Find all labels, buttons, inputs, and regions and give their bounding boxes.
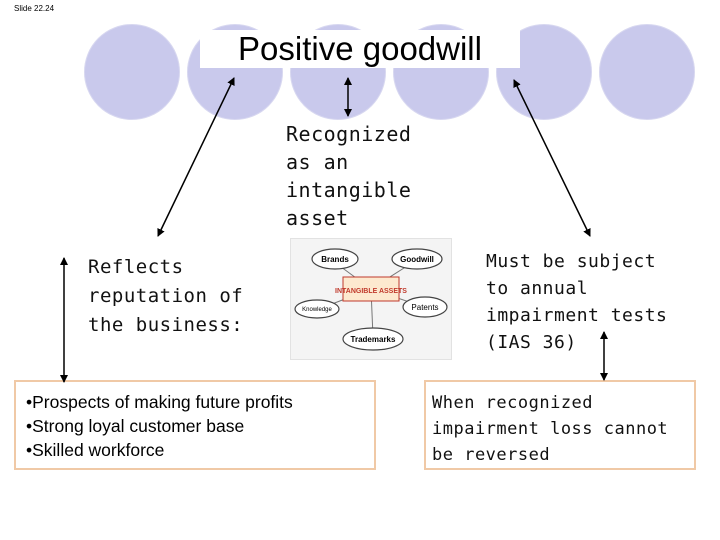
recognized-line: Recognized	[286, 122, 412, 146]
impairment-line: (IAS 36)	[486, 332, 577, 353]
reputation-factor-item: •Skilled workforce	[26, 440, 165, 460]
reflects-text: Reflects reputation of the business:	[88, 253, 243, 340]
arrow-title-to-reflects	[157, 77, 235, 237]
brands-node	[311, 248, 359, 270]
recognized-line: as an	[286, 150, 349, 174]
reputation-factor-item: •Strong loyal customer base	[26, 416, 245, 436]
impairment-loss-line: When recognized	[432, 393, 594, 413]
slide-title: Positive goodwill	[200, 30, 520, 68]
slide-number: Slide 22.24	[14, 4, 55, 13]
reputation-factor-item: •Prospects of making future profits	[26, 392, 293, 412]
reputation-factors-list: •Prospects of making future profits •Str…	[16, 390, 374, 462]
knowledge-node	[294, 299, 340, 319]
impairment-loss-box: When recognized impairment loss cannot b…	[424, 380, 696, 470]
goodwill-node	[391, 248, 443, 270]
impairment-text: Must be subject to annual impairment tes…	[486, 248, 667, 356]
goodwill-label: Goodwill	[400, 255, 434, 264]
impairment-loss-line: be reversed	[432, 445, 551, 465]
impairment-loss-text: When recognized impairment loss cannot b…	[432, 390, 668, 468]
reflects-line: Reflects	[88, 256, 184, 278]
impairment-line: to annual	[486, 278, 589, 299]
center-box	[342, 276, 400, 302]
brands-label: Brands	[321, 255, 349, 264]
trademarks-node	[342, 327, 404, 351]
intangible-assets-graphic: Brands Goodwill Knowledge Patents Tradem…	[294, 248, 448, 351]
center-label: INTANGIBLE ASSETS	[335, 288, 407, 295]
trademarks-label: Trademarks	[351, 335, 396, 344]
impairment-line: impairment tests	[486, 305, 668, 326]
impairment-line: Must be subject	[486, 251, 657, 272]
decor-circle-6	[597, 22, 697, 122]
reflects-line: the business:	[88, 314, 244, 336]
arrow-title-to-impairment	[513, 79, 591, 237]
recognized-line: intangible	[286, 178, 412, 202]
impairment-loss-line: impairment loss cannot	[432, 419, 669, 439]
reputation-factors-box: •Prospects of making future profits •Str…	[14, 380, 376, 470]
patents-label: Patents	[411, 303, 438, 312]
recognized-line: asset	[286, 206, 349, 230]
reflects-line: reputation of	[88, 285, 244, 307]
intangible-assets-diagram: Brands Goodwill Knowledge Patents Tradem…	[290, 238, 452, 360]
recognized-text: Recognized as an intangible asset	[286, 120, 411, 232]
patents-node	[402, 296, 448, 318]
knowledge-label: Knowledge	[302, 307, 332, 313]
